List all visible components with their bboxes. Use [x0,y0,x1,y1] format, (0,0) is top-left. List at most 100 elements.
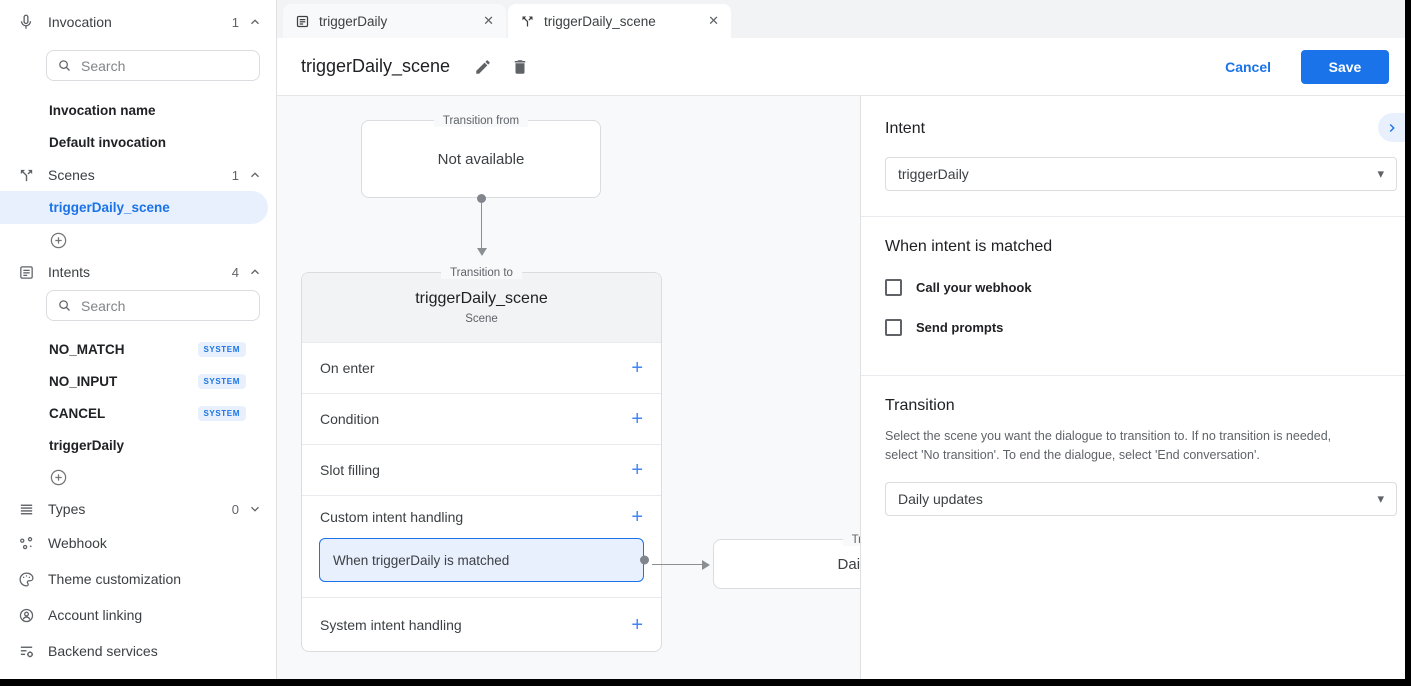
sidebar-item-backend-services[interactable]: Backend services [0,633,276,669]
sidebar-item-theme-customization[interactable]: Theme customization [0,561,276,597]
invocation-search[interactable] [46,50,262,81]
sidebar-item-account-linking[interactable]: Account linking [0,597,276,633]
add-on-enter-icon[interactable]: + [631,357,643,379]
system-badge: SYSTEM [197,373,246,389]
intent-select-value: triggerDaily [898,166,969,182]
intent-heading: Intent [885,120,926,137]
delete-trash-icon[interactable] [511,58,529,76]
tab-label: triggerDaily_scene [544,13,656,29]
sidebar-intents-label: Intents [48,264,91,280]
intents-search[interactable] [46,290,262,321]
sidebar-item-webhook[interactable]: Webhook [0,525,276,561]
scene-card-subtitle: Scene [465,313,498,325]
scene-tab-icon [520,14,535,29]
sidebar-section-scenes[interactable]: Scenes 1 [0,159,276,191]
add-scene-button[interactable] [0,224,276,256]
content-area: Transition from Not available Transition… [277,95,1405,679]
tab-triggerdaily-scene[interactable]: triggerDaily_scene ✕ [508,4,731,38]
palette-icon [17,570,35,588]
sidebar-item-triggerdaily-scene[interactable]: triggerDaily_scene [0,191,268,224]
call-webhook-checkbox[interactable] [885,279,902,296]
types-count: 0 [231,501,239,517]
sidebar-link-label: Webhook [48,535,107,551]
chevron-up-icon[interactable] [248,15,262,29]
webhook-icon [17,534,35,552]
scene-row-on-enter[interactable]: On enter + [302,342,661,393]
scene-card-title: triggerDaily_scene [415,290,548,307]
scene-row-condition[interactable]: Condition + [302,393,661,444]
panel-divider [861,375,1405,376]
send-prompts-checkbox-row[interactable]: Send prompts [885,319,1397,336]
edit-pencil-icon[interactable] [474,58,492,76]
transition-from-content: Not available [437,150,525,168]
custom-intent-handling-row[interactable]: Custom intent handling + [302,496,661,538]
sidebar-item-invocation-name[interactable]: Invocation name [49,103,156,118]
scene-graph-canvas[interactable]: Transition from Not available Transition… [277,96,860,679]
intent-select[interactable]: triggerDaily ▾ [885,157,1397,191]
intents-search-input[interactable] [81,297,262,314]
add-system-intent-icon[interactable]: + [631,613,643,636]
page-title: triggerDaily_scene [301,56,451,76]
sidebar-section-types[interactable]: Types 0 [0,493,276,525]
sidebar-item-cancel[interactable]: CANCEL SYSTEM [0,397,276,429]
tab-bar: triggerDaily ✕ triggerDaily_scene ✕ [277,0,1405,38]
target-content: Daily updates [837,555,860,573]
types-icon [17,500,35,518]
save-button[interactable]: Save [1301,49,1389,84]
sidebar-types-label: Types [48,501,86,517]
call-webhook-checkbox-row[interactable]: Call your webhook [885,279,1397,296]
sidebar-invocation-label: Invocation [48,14,112,30]
sidebar-item-triggerdaily[interactable]: triggerDaily [0,429,276,461]
transition-select[interactable]: Daily updates ▾ [885,481,1397,516]
sidebar-item-no-input[interactable]: NO_INPUT SYSTEM [0,365,276,397]
scene-row-label: Custom intent handling [320,509,464,525]
chevron-down-icon[interactable] [248,502,262,516]
sidebar-link-label: Theme customization [48,571,182,587]
sidebar-item-no-match[interactable]: NO_MATCH SYSTEM [0,333,276,365]
account-icon [17,606,35,624]
intent-detail-panel: Intent triggerDaily ▾ When intent is mat… [860,96,1405,679]
chevron-right-icon [1385,121,1399,135]
sidebar-section-intents[interactable]: Intents 4 [0,256,276,288]
sidebar-section-invocation[interactable]: Invocation 1 [0,0,276,44]
transition-to-legend: Transition to [302,265,661,280]
scene-row-system-intent-handling[interactable]: System intent handling + [302,597,661,651]
search-icon [57,58,72,73]
add-condition-icon[interactable]: + [631,408,643,430]
scene-row-slot-filling[interactable]: Slot filling + [302,444,661,495]
transition-arrow-right [652,559,710,570]
tab-triggerdaily[interactable]: triggerDaily ✕ [283,4,506,38]
add-custom-intent-icon[interactable]: + [631,506,643,528]
scene-row-custom-intent-handling: Custom intent handling + When triggerDai… [302,495,661,582]
send-prompts-checkbox[interactable] [885,319,902,336]
when-matched-heading: When intent is matched [885,238,1053,255]
intent-name: triggerDaily [49,437,125,453]
intents-icon [17,263,35,281]
chevron-up-icon[interactable] [248,168,262,182]
add-intent-button[interactable] [0,461,276,493]
main-area: triggerDaily ✕ triggerDaily_scene ✕ trig… [277,0,1405,679]
intent-name: CANCEL [49,405,106,421]
handler-when-triggerdaily-matched[interactable]: When triggerDaily is matched [319,538,649,582]
transition-target-node[interactable]: Transition to Daily updates [713,534,860,589]
target-legend: Transition to [714,532,860,547]
panel-divider [861,216,1405,217]
search-icon [57,298,72,313]
sidebar-link-label: Account linking [48,607,143,623]
collapse-panel-button[interactable] [1378,113,1405,142]
close-tab-icon[interactable]: ✕ [708,13,719,28]
add-slot-filling-icon[interactable]: + [631,459,643,481]
sidebar-item-default-invocation[interactable]: Default invocation [49,135,167,150]
invocation-search-input[interactable] [81,57,262,74]
intent-name: NO_MATCH [49,341,125,357]
close-tab-icon[interactable]: ✕ [483,13,494,28]
intent-name: NO_INPUT [49,373,118,389]
scene-card-header: triggerDaily_scene Scene [302,273,661,342]
send-prompts-label: Send prompts [916,320,1004,335]
backend-services-icon [17,642,35,660]
chevron-up-icon[interactable] [248,265,262,279]
scene-row-label: System intent handling [320,616,462,633]
cancel-button[interactable]: Cancel [1225,58,1271,75]
invocation-count: 1 [231,14,239,30]
scenes-icon [17,166,35,184]
